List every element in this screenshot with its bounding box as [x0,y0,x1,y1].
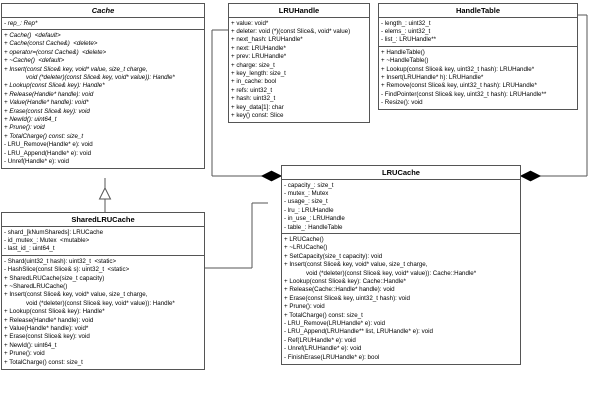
attribute-row: - shard_[kNumShareds]: LRUCache [4,228,104,236]
member-row: + key() const: Slice [231,111,284,119]
operation-row-continuation: void (*deleter)(const Slice& key, void* … [26,73,175,81]
class-operations-sharedlrucache: - Shard(uint32_t hash): uint32_t <static… [2,256,204,368]
operation-row: - LRU_Append(LRUHandle** list, LRUHandle… [284,328,433,336]
operation-row: + Insert(LRUHandle* h): LRUHandle* [381,73,484,81]
class-box-lrucache[interactable]: LRUCache - capacity_: size_t - mutex_: M… [281,165,521,365]
operation-row: + ~LRUCache() [284,244,328,252]
member-row: + prev: LRUHandle* [231,53,287,61]
operation-row: + Prune(): void [4,124,45,132]
attribute-row: - table_: HandleTable [284,223,343,231]
operation-row: + Cache() <default> [4,31,61,39]
member-row: + key_length: size_t [231,69,286,77]
member-row: + refs: uint32_t [231,86,273,94]
operation-row: - FindPointer(const Slice& key, uint32_t… [381,90,547,98]
class-operations-handletable: + HandleTable() + ~HandleTable() + Looku… [379,47,577,109]
member-row: + next_hash: LRUHandle* [231,36,303,44]
class-box-sharedlrucache[interactable]: SharedLRUCache - shard_[kNumShareds]: LR… [1,212,205,370]
class-operations-cache: + Cache() <default> + Cache(const Cache&… [2,30,204,168]
attribute-row: - rep_: Rep* [4,19,38,27]
attribute-row: - lru_: LRUHandle [284,206,334,214]
operation-row: + Lookup(const Slice& key): Handle* [4,82,105,90]
operation-row-continuation: void (*deleter)(const Slice& key, void* … [26,299,175,307]
operation-row: + Lookup(const Slice& key): Cache::Handl… [284,277,406,285]
operation-row: - LRU_Remove(LRUHandle* e): void [284,320,386,327]
operation-row: + Insert(const Slice& key, void* value, … [4,291,148,299]
operation-row: + Insert(const Slice& key, void* value, … [284,261,428,269]
operation-row: - LRU_Append(Handle* e): void [4,149,92,157]
operation-row: - HashSlice(const Slice& s): uint32_t <s… [4,266,130,274]
attribute-row: - length_: uint32_t [381,19,431,27]
class-title-lruhandle: LRUHandle [229,4,369,18]
class-box-handletable[interactable]: HandleTable - length_: uint32_t - elems_… [378,3,578,111]
operation-row: + NewId(): uint64_t [4,341,57,349]
class-operations-lrucache: + LRUCache() + ~LRUCache() + SetCapacity… [282,234,520,363]
operation-row: - Ref(LRUHandle* e): void [284,336,356,344]
operation-row: + SharedLRUCache(size_t capacity) [4,274,105,282]
operation-row: - Shard(uint32_t hash): uint32_t <static… [4,257,117,265]
class-attributes-handletable: - length_: uint32_t - elems_: uint32_t -… [379,18,577,48]
operation-row: + Prune(): void [4,350,45,358]
operation-row: + Value(Handle* handle): void* [4,99,89,107]
member-row: + hash: uint32_t [231,95,276,103]
operation-row: + NewId(): uint64_t [4,115,57,123]
operation-row: + Release(Handle* handle): void [4,316,94,324]
operation-row: - LRU_Remove(Handle* e): void [4,141,93,149]
class-title-sharedlrucache: SharedLRUCache [2,213,204,227]
class-title-handletable: HandleTable [379,4,577,18]
attribute-row: - in_use_: LRUHandle [284,215,345,223]
attribute-row: - mutex_: Mutex [284,189,329,197]
class-members-lruhandle: + value: void* + deleter: void (*)(const… [229,18,369,122]
operation-row: + Erase(const Slice& key): void [4,107,90,115]
member-row: + next: LRUHandle* [231,44,286,52]
attribute-row: - last_id_: uint64_t [4,245,55,253]
operation-row-continuation: void (*deleter)(const Slice& key, void* … [306,269,477,277]
attribute-row: - list_: LRUHandle** [381,36,437,44]
member-row: + in_cache: bool [231,78,277,86]
class-attributes-lrucache: - capacity_: size_t - mutex_: Mutex - us… [282,180,520,235]
class-box-cache[interactable]: Cache - rep_: Rep* + Cache() <default> +… [1,3,205,169]
operation-row: + Prune(): void [284,303,325,311]
operation-row: + SetCapacity(size_t capacity): void [284,252,383,260]
operation-row: + LRUCache() [284,235,324,243]
operation-row: + Erase(const Slice& key, uint32_t hash)… [284,294,410,302]
attribute-row: - capacity_: size_t [284,181,334,189]
operation-row: + ~Cache() <default> [4,57,65,65]
member-row: + charge: size_t [231,61,275,69]
class-title-lrucache: LRUCache [282,166,520,180]
member-row: + value: void* [231,19,269,27]
operation-row: - FinishErase(LRUHandle* e): bool [284,353,380,361]
operation-row: + TotalCharge() const: size_t [284,311,363,319]
operation-row: + Release(Handle* handle): void [4,90,94,98]
class-title-cache: Cache [2,4,204,18]
member-row: + key_data[1]: char [231,103,284,111]
attribute-row: - usage_: size_t [284,198,328,206]
operation-row: - Unref(Handle* e): void [4,158,69,165]
operation-row: + Lookup(const Slice& key, uint32_t hash… [381,65,535,73]
composition-lruhandle-lrucache [211,29,283,182]
operation-row: + ~SharedLRUCache() [4,282,68,290]
operation-row: - Resize(): void [381,99,423,107]
operation-row: + ~HandleTable() [381,57,429,65]
operation-row: + Insert(const Slice& key, void* value, … [4,65,148,73]
class-box-lruhandle[interactable]: LRUHandle + value: void* + deleter: void… [228,3,370,123]
operation-row: + Cache(const Cache&) <delete> [4,40,98,48]
operation-row: + Remove(const Slice& key, uint32_t hash… [381,82,537,90]
operation-row: + operator=(const Cache&) <delete> [4,48,107,56]
class-attributes-sharedlrucache: - shard_[kNumShareds]: LRUCache - id_mut… [2,227,204,257]
attribute-row: - id_mutex_: Mutex <mutable> [4,236,90,244]
operation-row: + Lookup(const Slice& key): Handle* [4,308,105,316]
member-row: + deleter: void (*)(const Slice&, void* … [231,27,351,35]
operation-row: + HandleTable() [381,48,425,56]
attribute-row: - elems_: uint32_t [381,27,431,35]
operation-row: + Value(Handle* handle): void* [4,324,89,332]
class-attributes-cache: - rep_: Rep* [2,18,204,31]
operation-row: + Erase(const Slice& key): void [4,333,90,341]
operation-row: + TotalCharge() const: size_t [4,132,84,140]
operation-row: + TotalCharge() const: size_t [4,358,83,366]
operation-row: + Release(Cache::Handle* handle): void [284,286,395,294]
generalization-sharedlrucache-cache [98,178,112,212]
operation-row: - Unref(LRUHandle* e): void [284,345,362,353]
composition-handletable-lrucache [519,14,588,182]
